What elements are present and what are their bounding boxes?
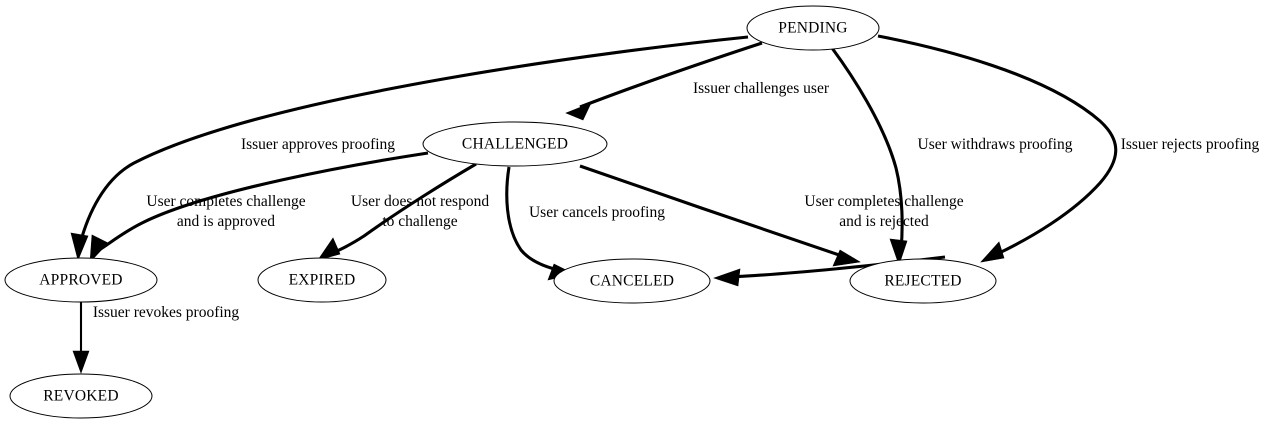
edge-challenged-canceled xyxy=(505,166,575,281)
edge-label-challenged-approved: User completes challenge and is approved xyxy=(146,193,305,230)
node-expired[interactable]: EXPIRED xyxy=(257,257,387,303)
edge-pending-canceled xyxy=(830,47,908,266)
arrowhead-canceled-crossing xyxy=(713,268,741,287)
node-challenged[interactable]: CHALLENGED xyxy=(422,121,608,167)
node-expired-ellipse[interactable] xyxy=(257,257,387,303)
edge-path-challenged-rejected xyxy=(579,164,846,259)
arrowhead-rejected-from-pending xyxy=(980,241,1005,263)
edge-challenged-approved xyxy=(89,151,429,263)
node-challenged-ellipse[interactable] xyxy=(422,121,608,167)
node-canceled[interactable]: CANCELED xyxy=(553,258,711,304)
node-expired-label: EXPIRED xyxy=(289,272,356,289)
node-canceled-ellipse[interactable] xyxy=(553,258,711,304)
arrowhead-approved-from-pending xyxy=(70,232,89,261)
edge-pending-challenged xyxy=(565,41,763,121)
edge-label-challenged-approved-line1: User completes challenge xyxy=(146,193,305,210)
node-approved[interactable]: APPROVED xyxy=(4,257,158,303)
edge-label-challenged-rejected-line2: and is rejected xyxy=(839,213,929,230)
edge-label-pending-approved: Issuer approves proofing xyxy=(241,136,395,153)
edge-challenged-expired xyxy=(317,162,477,261)
edge-label-approved-revoked: Issuer revokes proofing xyxy=(93,304,240,321)
arrowhead-rejected-from-challenged xyxy=(832,249,861,267)
edge-path-challenged-approved xyxy=(98,151,429,252)
edge-path-challenged-expired xyxy=(325,162,477,258)
node-rejected-ellipse[interactable] xyxy=(849,258,997,304)
edge-label-pending-canceled: User withdraws proofing xyxy=(918,136,1073,153)
node-approved-label: APPROVED xyxy=(39,272,122,289)
arrowhead-revoked-from-approved xyxy=(72,350,90,374)
arrowhead-rejected-from-pending-withdraw xyxy=(889,238,908,266)
edge-label-challenged-rejected-line1: User completes challenge xyxy=(804,193,963,210)
edge-path-pending-rejected xyxy=(877,34,1118,257)
arrowhead-challenged-from-pending xyxy=(565,102,592,121)
arrowhead-expired-from-challenged xyxy=(317,237,341,261)
edge-pending-approved xyxy=(70,35,749,261)
edge-approved-revoked xyxy=(72,302,90,374)
node-pending-label: PENDING xyxy=(778,20,847,37)
edge-label-challenged-expired-line2: to challenge xyxy=(382,213,457,230)
edge-path-pending-approved xyxy=(78,35,749,245)
edge-path-pending-challenged xyxy=(579,41,763,109)
edge-challenged-rejected xyxy=(579,164,861,267)
edge-label-challenged-canceled: User cancels proofing xyxy=(529,204,665,221)
node-challenged-label: CHALLENGED xyxy=(462,136,568,153)
node-rejected[interactable]: REJECTED xyxy=(849,258,997,304)
edge-label-challenged-expired-line1: User does not respond xyxy=(351,193,489,210)
edge-pending-rejected xyxy=(877,34,1118,263)
node-approved-ellipse[interactable] xyxy=(4,257,158,303)
node-revoked-label: REVOKED xyxy=(43,388,118,405)
edge-label-challenged-expired: User does not respond to challenge xyxy=(351,193,489,230)
node-revoked-ellipse[interactable] xyxy=(9,373,153,419)
node-canceled-label: CANCELED xyxy=(590,273,674,290)
edge-label-challenged-approved-line2: and is approved xyxy=(177,213,275,230)
arrowhead-approved-from-challenged xyxy=(89,234,109,263)
edge-path-challenged-canceled xyxy=(505,166,559,272)
edge-path-pending-canceled xyxy=(830,47,904,251)
edge-label-pending-rejected: Issuer rejects proofing xyxy=(1121,136,1260,153)
edge-label-challenged-rejected: User completes challenge and is rejected xyxy=(804,193,963,230)
edge-label-pending-challenged: Issuer challenges user xyxy=(693,80,830,97)
node-revoked[interactable]: REVOKED xyxy=(9,373,153,419)
node-pending[interactable]: PENDING xyxy=(746,5,880,51)
node-rejected-label: REJECTED xyxy=(884,273,961,290)
node-pending-ellipse[interactable] xyxy=(746,5,880,51)
